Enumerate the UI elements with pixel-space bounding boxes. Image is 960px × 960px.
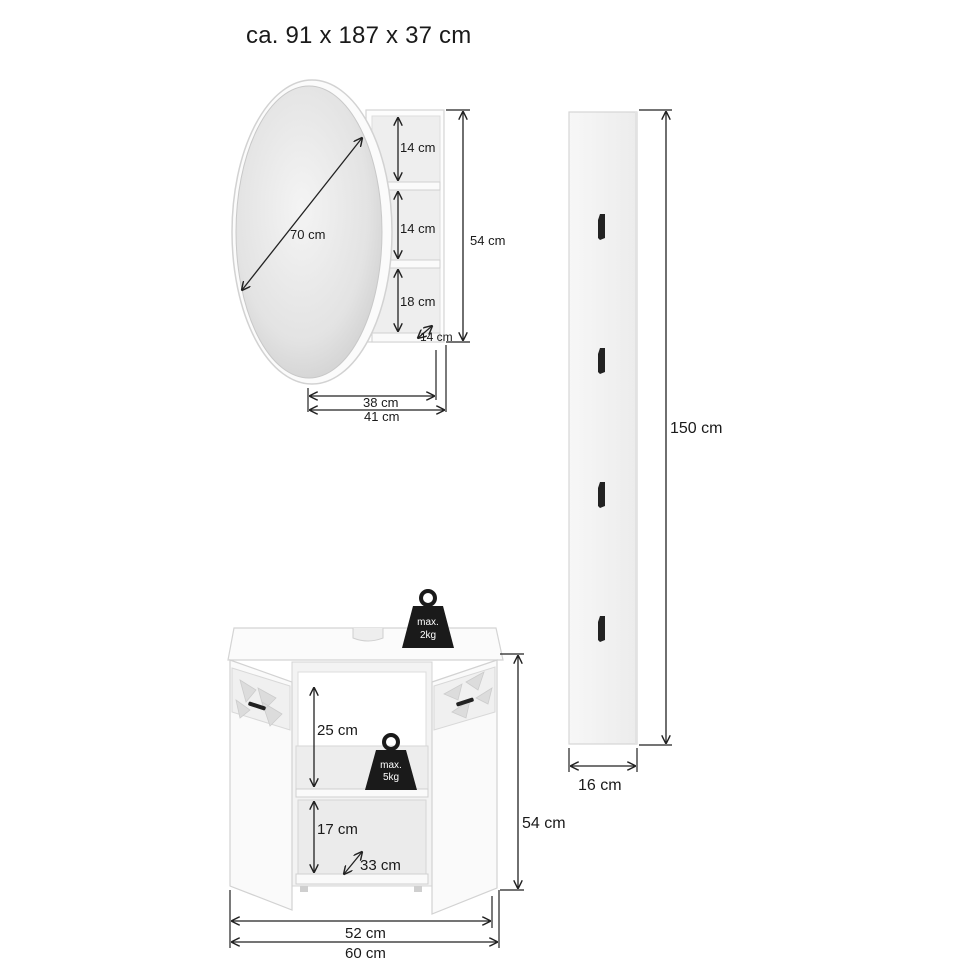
coat-rack-panel [568,111,638,745]
weight-top-line1: max. [417,617,439,628]
vanity-upper-compartment [297,671,427,747]
weight-top-line2: 2kg [420,630,436,641]
mirror-cabinet: 70 cm 14 cm 14 cm 18 cm 14 cm 54 cm 38 c… [231,79,505,424]
mirror-depth-label: 14 cm [420,330,453,344]
coat-hook-icon [598,616,605,642]
mirror-height-label: 54 cm [470,233,505,248]
vanity-depth-label: 33 cm [360,857,401,874]
vanity-right-handle [456,697,474,707]
mirror-shelf-mid-label: 14 cm [400,221,435,236]
mirror-shelf-bottom-label: 18 cm [400,294,435,309]
coat-rack-height-label: 150 cm [670,420,722,437]
weight-icon-top: max. 2kg [402,589,454,648]
coat-hook-icon [598,348,605,374]
vanity-lower-height-label: 17 cm [317,821,358,838]
weight-shelf-line1: max. [380,760,402,771]
overall-dimensions-title: ca. 91 x 187 x 37 cm [246,22,472,49]
coat-hook-icon [598,214,605,240]
coat-rack: 150 cm 16 cm [568,109,722,794]
mirror-width-inner-label: 38 cm [363,395,398,410]
weight-shelf-line2: 5kg [383,772,399,783]
vanity-upper-height-label: 25 cm [317,722,358,739]
vanity-width-inner-label: 52 cm [345,925,386,942]
vanity-height-label: 54 cm [522,815,566,832]
vanity-width-outer-label: 60 cm [345,945,386,960]
vanity-left-handle [248,701,266,711]
vanity-unit: max. 2kg max. 5kg 25 cm 17 cm 33 cm 54 [227,589,566,960]
coat-rack-hooks [598,214,605,642]
coat-hook-icon [598,482,605,508]
mirror-shelf-top-label: 14 cm [400,140,435,155]
mirror-diameter-label: 70 cm [290,227,325,242]
coat-rack-width-label: 16 cm [578,777,622,794]
mirror-width-outer-label: 41 cm [364,409,399,424]
weight-icon-shelf: max. 5kg [365,733,417,790]
